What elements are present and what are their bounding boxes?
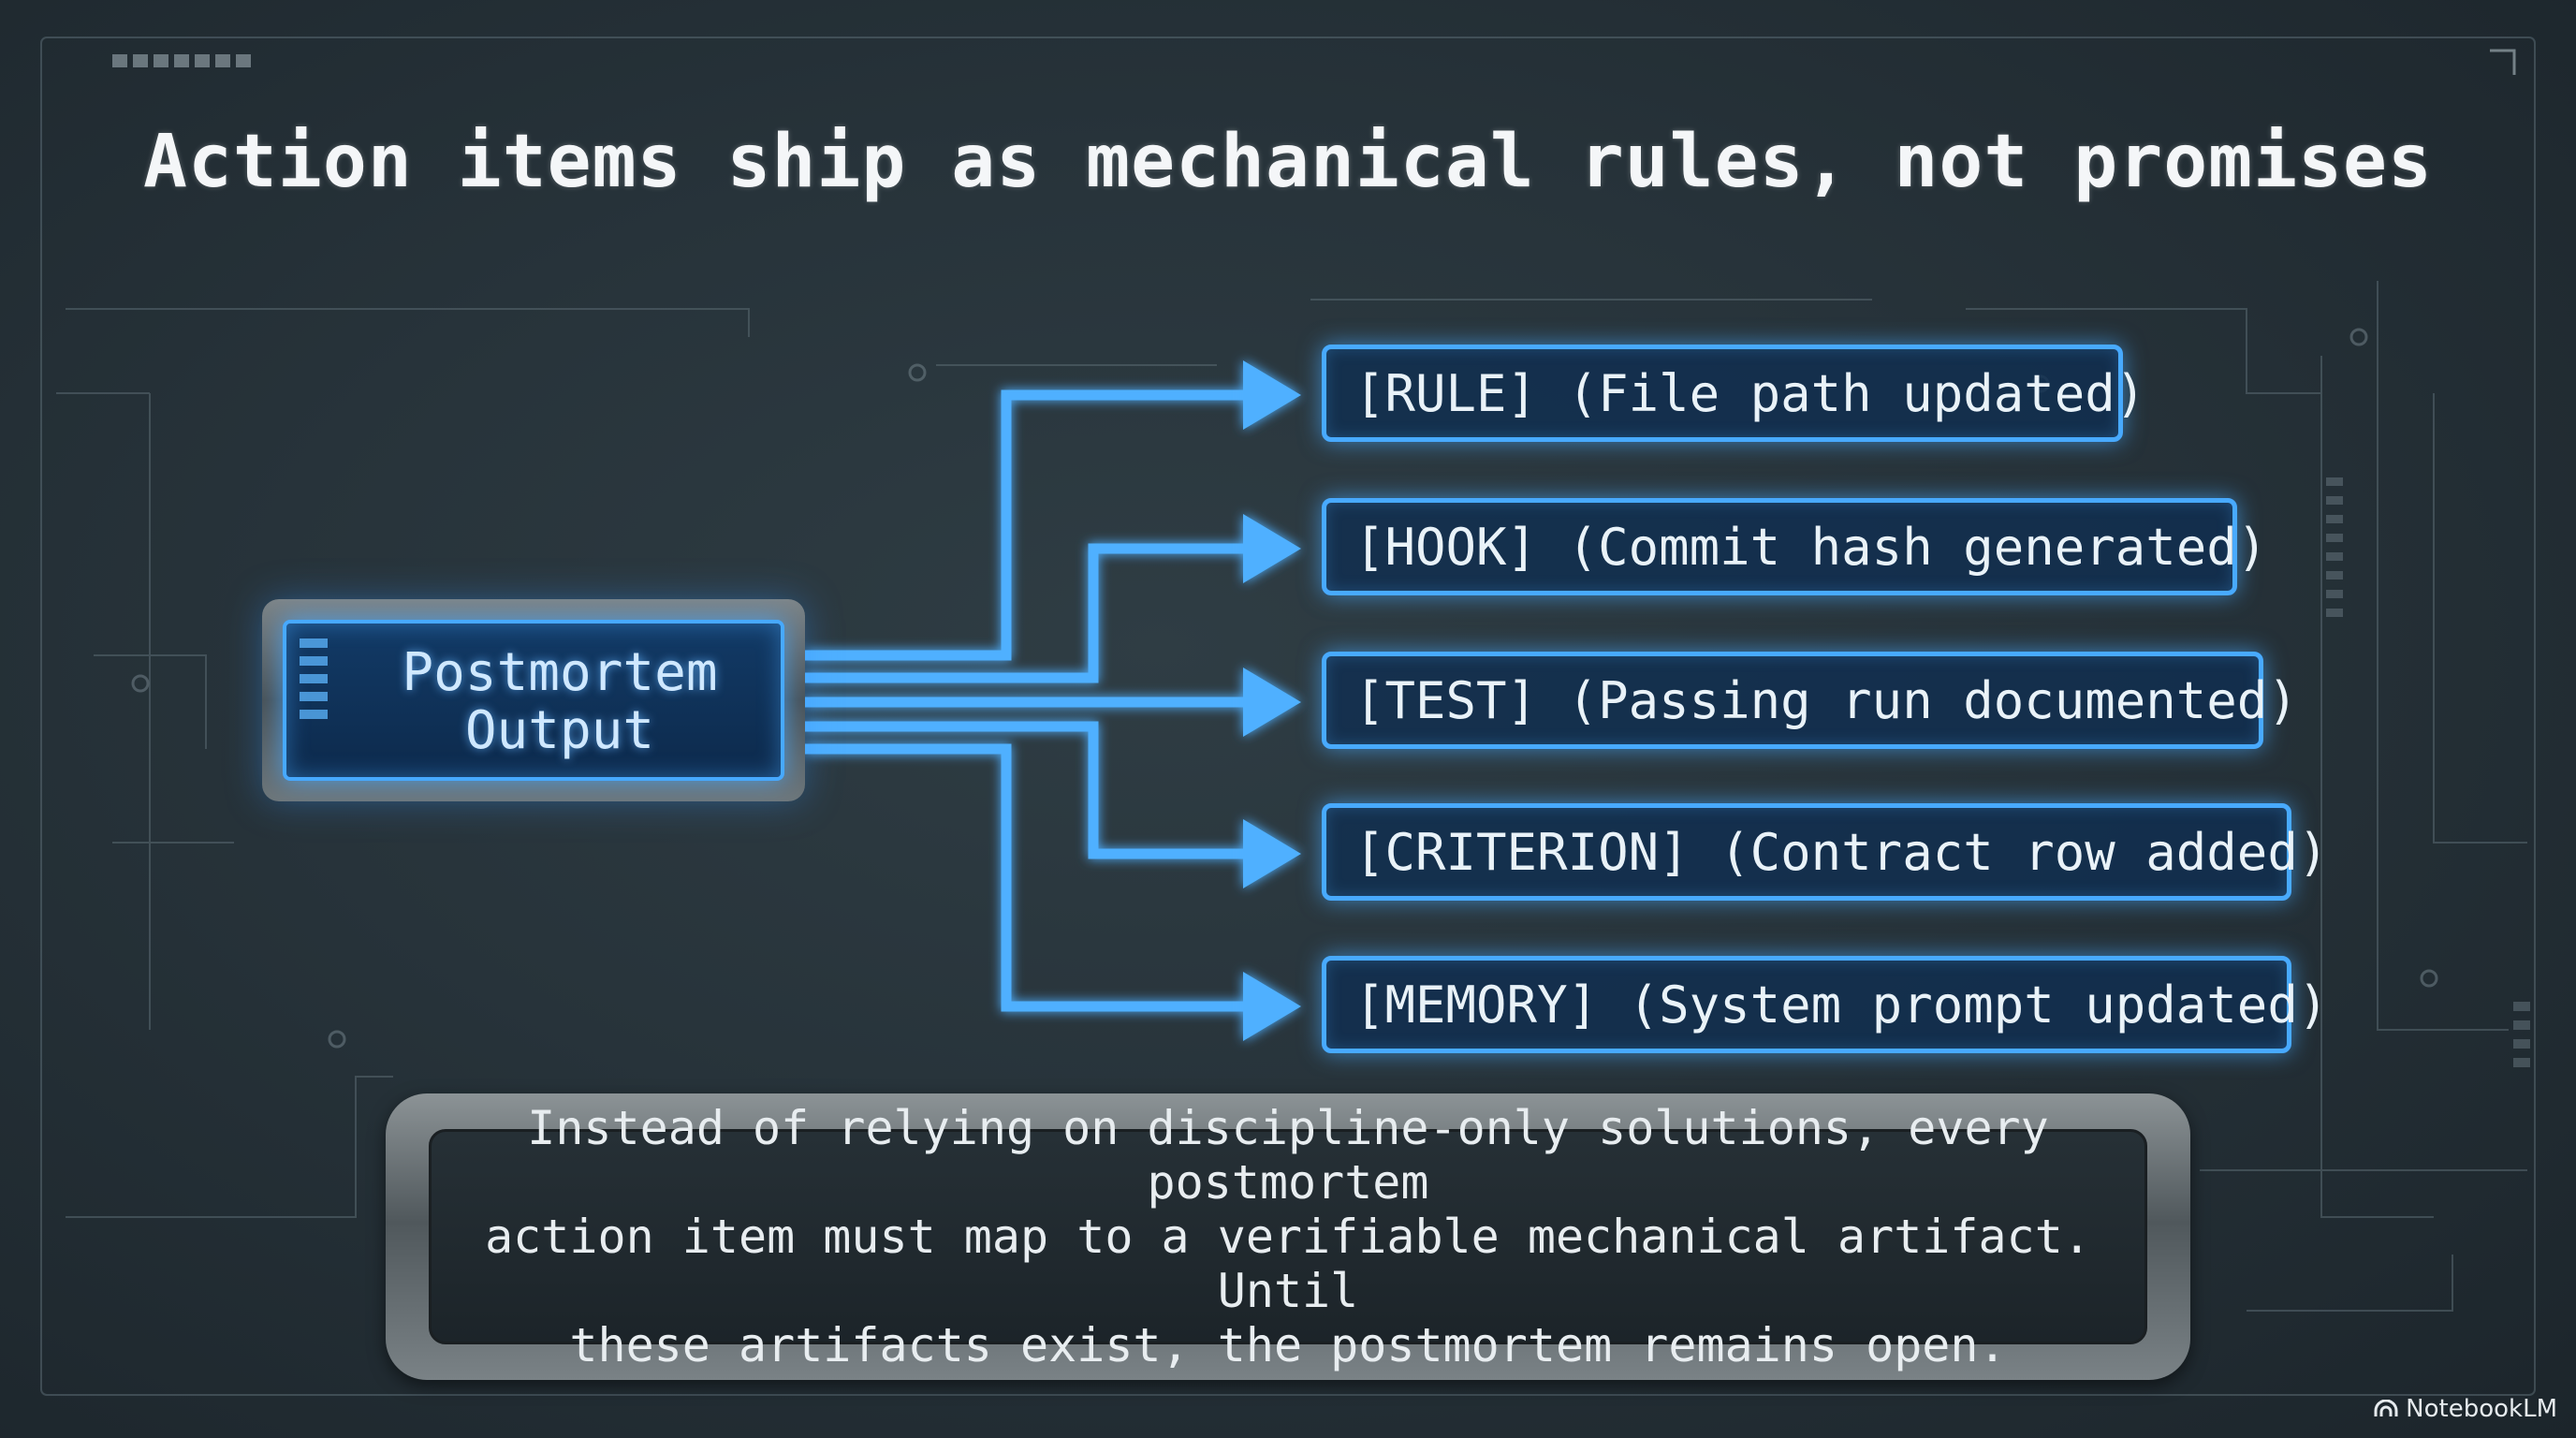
source-label-line1: Postmortem: [402, 642, 718, 703]
source-label-line2: Output: [464, 700, 655, 761]
output-criterion: [CRITERION] (Contract row added): [1322, 803, 2328, 901]
caption-line1: Instead of relying on discipline-only so…: [527, 1101, 2049, 1210]
postmortem-output-label: Postmortem Output: [352, 644, 768, 760]
connector-rule: [805, 389, 1254, 661]
postmortem-output-panel: Postmortem Output: [283, 620, 784, 781]
output-test: [TEST] (Passing run documented): [1322, 652, 2298, 749]
output-hook: [HOOK] (Commit hash generated): [1322, 498, 2267, 595]
arrow-head-icon: [1243, 972, 1301, 1041]
watermark-text: NotebookLM: [2406, 1395, 2557, 1423]
caption-panel: Instead of relying on discipline-only so…: [386, 1093, 2190, 1380]
notebooklm-watermark: NotebookLM: [2374, 1395, 2557, 1423]
caption-line2: action item must map to a verifiable mec…: [485, 1210, 2091, 1318]
equalizer-bars-icon: [300, 638, 328, 727]
caption-inner: Instead of relying on discipline-only so…: [429, 1101, 2147, 1372]
arrow-head-icon: [1243, 360, 1301, 430]
caption-line3: these artifacts exist, the postmortem re…: [569, 1318, 2007, 1372]
connector-memory: [805, 743, 1254, 1012]
slide-title: Action items ship as mechanical rules, n…: [143, 120, 2433, 204]
notebooklm-logo-icon: [2374, 1400, 2398, 1416]
output-rule: [RULE] (File path updated): [1322, 345, 2145, 442]
output-memory: [MEMORY] (System prompt updated): [1322, 956, 2328, 1053]
arrow-head-icon: [1243, 514, 1301, 583]
postmortem-output-node: Postmortem Output: [262, 599, 805, 801]
arrow-head-icon: [1243, 819, 1301, 888]
connector-hook: [805, 543, 1254, 683]
connector-criterion: [805, 721, 1254, 859]
caption-text: Instead of relying on discipline-only so…: [432, 1101, 2144, 1372]
arrow-head-icon: [1243, 668, 1301, 737]
